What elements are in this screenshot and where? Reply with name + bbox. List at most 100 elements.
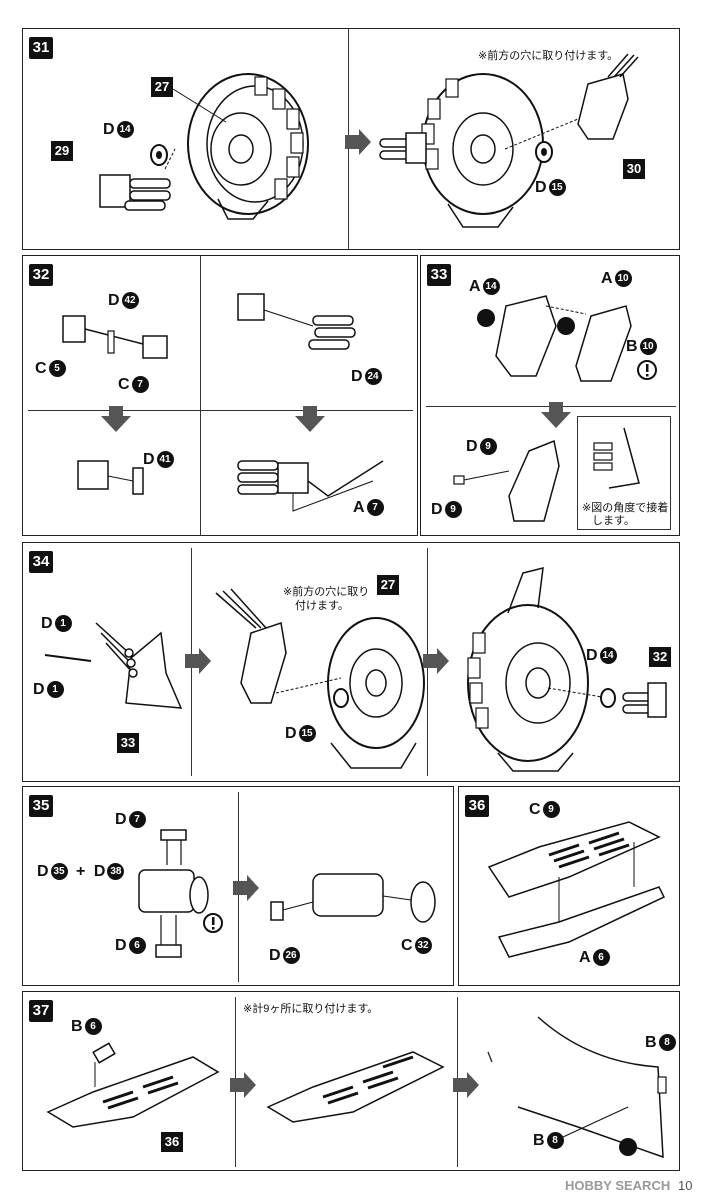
part-tag-27: 27 — [151, 77, 173, 97]
dashed-guide — [504, 118, 579, 150]
armor-part-30-illustration — [577, 53, 639, 140]
label-letter: D — [115, 811, 127, 828]
detail-inset-box: ※図の角度で接着 します。 — [577, 416, 671, 530]
label-number: 5 — [48, 360, 66, 378]
part-tag-33: 33 — [117, 733, 139, 753]
step-34-badge: 34 — [29, 551, 53, 573]
label-letter: D — [351, 368, 363, 385]
label-letter: D — [431, 501, 443, 518]
down-arrow — [295, 406, 325, 432]
label-number: 8 — [658, 1034, 676, 1052]
part-tag-36: 36 — [161, 1132, 183, 1152]
washer-d15-icon — [535, 141, 553, 163]
drum-part-27-illustration — [187, 73, 309, 220]
label-number: 42 — [121, 292, 139, 310]
missile-pod-result-illustration — [237, 460, 384, 512]
label-letter: A — [601, 270, 613, 287]
page-number: 10 — [678, 1178, 693, 1193]
step-31-badge: 31 — [29, 37, 53, 59]
plus-sign: + — [76, 863, 86, 880]
label-number: 8 — [546, 1132, 564, 1150]
step-32-badge: 32 — [29, 264, 53, 286]
label-letter: A — [353, 499, 365, 516]
hobby-search-watermark: HOBBY SEARCH — [565, 1178, 671, 1193]
flow-arrow — [185, 648, 211, 674]
label-letter: B — [645, 1034, 657, 1051]
label-number: 14 — [599, 647, 617, 665]
armor-assembled-illustration — [453, 439, 560, 522]
label-letter: D — [41, 615, 53, 632]
step-35-badge: 35 — [29, 795, 53, 817]
down-arrow — [541, 402, 571, 428]
label-letter: D — [115, 937, 127, 954]
label-number: 9 — [479, 438, 497, 456]
hinge-assembly-illustration — [62, 315, 168, 359]
label-letter: B — [71, 1018, 83, 1035]
caution-icon — [637, 360, 657, 380]
label-number: 24 — [364, 368, 382, 386]
note-glue-angle-1: ※図の角度で接着 — [582, 502, 669, 514]
label-number: 14 — [116, 121, 134, 139]
detail-illustration — [593, 427, 640, 489]
note-front-hole-a: ※前方の穴に取り — [283, 586, 370, 598]
label-letter: C — [35, 360, 47, 377]
label-number: 38 — [107, 863, 125, 881]
step-33-badge: 33 — [427, 264, 451, 286]
label-number: 1 — [46, 681, 64, 699]
armor-halves-illustration — [477, 295, 632, 382]
note-front-hole-b: 付けます。 — [295, 600, 349, 612]
flow-arrow — [233, 875, 259, 901]
part-tag-27-b: 27 — [377, 575, 399, 595]
joint-assembly-illustration — [138, 829, 223, 958]
label-letter: D — [33, 681, 45, 698]
part-tag-29: 29 — [51, 141, 73, 161]
label-letter: D — [285, 725, 297, 742]
armor-33-pins-illustration — [44, 622, 183, 709]
note-glue-angle-2: します。 — [592, 515, 635, 527]
label-letter: A — [579, 949, 591, 966]
label-number: 6 — [128, 937, 146, 955]
step-32-hdivider — [28, 410, 413, 411]
note-front-hole: ※前方の穴に取り付けます。 — [478, 50, 619, 62]
label-letter: C — [401, 937, 413, 954]
label-letter: D — [269, 947, 281, 964]
label-letter: B — [626, 338, 638, 355]
step-37-badge: 37 — [29, 1000, 53, 1022]
skirt-pins-installed-illustration — [266, 1051, 445, 1123]
label-letter: D — [586, 647, 598, 664]
label-number: 32 — [414, 937, 432, 955]
label-number: 9 — [444, 501, 462, 519]
label-letter: D — [103, 121, 115, 138]
curved-plate-detail-illustration — [487, 1016, 667, 1159]
joint-result-illustration — [270, 873, 436, 923]
label-number: 14 — [482, 278, 500, 296]
label-letter: D — [37, 863, 49, 880]
hinge-result-illustration — [77, 460, 144, 495]
label-letter: D — [108, 292, 120, 309]
drum-with-armor-illustration — [467, 567, 667, 772]
label-letter: D — [143, 451, 155, 468]
down-arrow — [101, 406, 131, 432]
part-tag-32: 32 — [649, 647, 671, 667]
flow-arrow — [230, 1072, 256, 1098]
label-number: 7 — [131, 376, 149, 394]
